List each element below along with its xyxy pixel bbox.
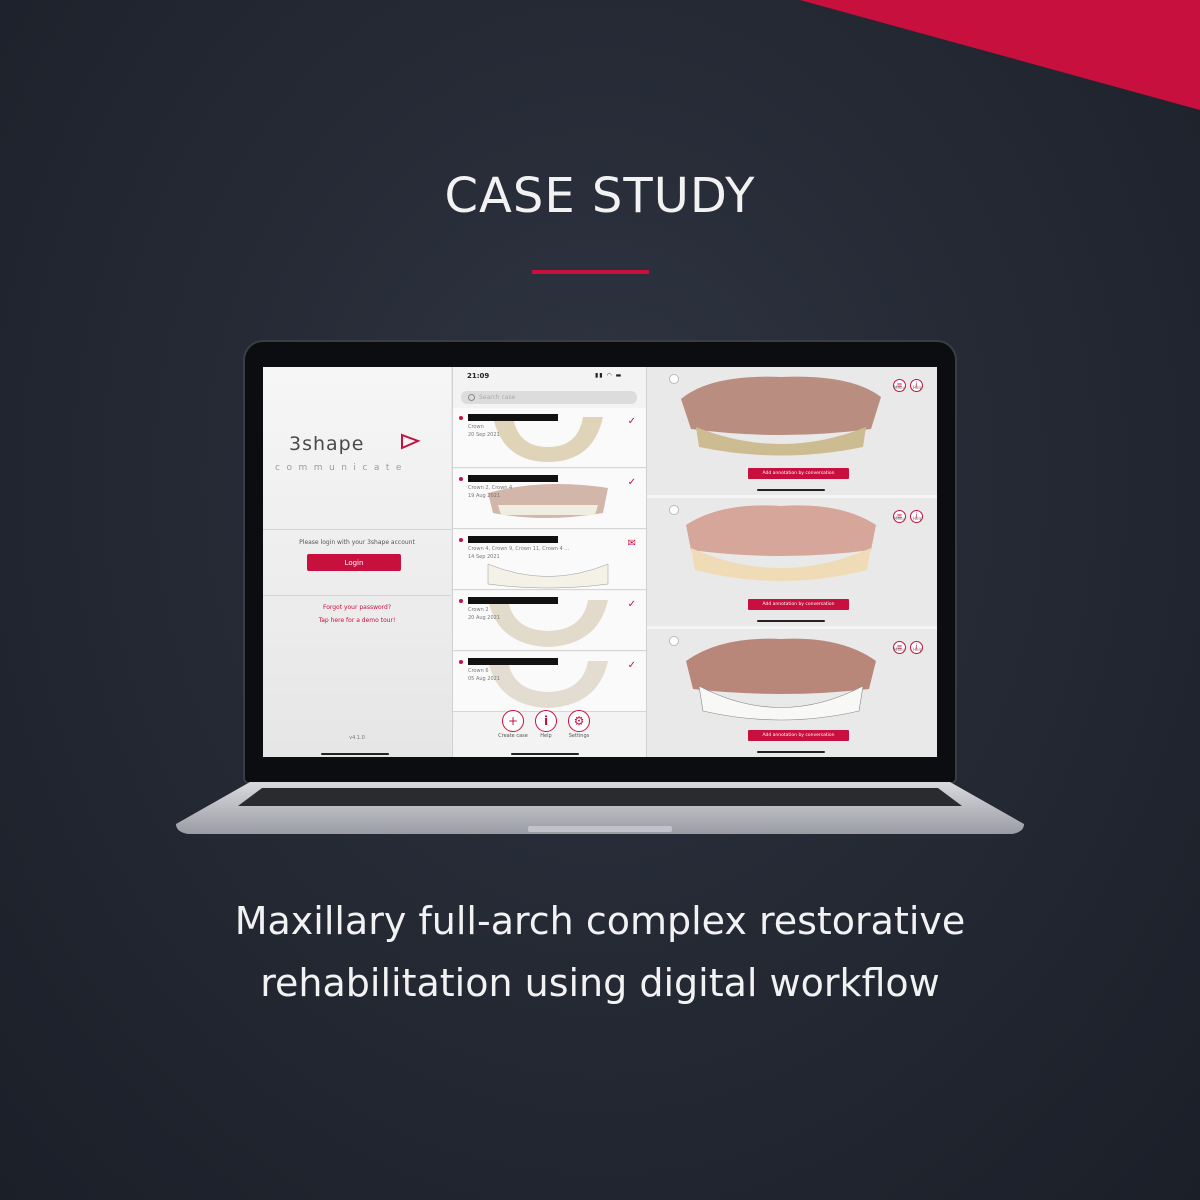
message-icon: ✉ xyxy=(627,538,636,549)
status-dot xyxy=(459,599,463,603)
forgot-password-link[interactable]: Forgot your password? xyxy=(322,604,392,611)
play-icon[interactable] xyxy=(669,636,679,646)
menu-label: Menu xyxy=(894,647,905,652)
case-details: Crown 4, Crown 9, Crown 11, Crown 4 ... xyxy=(468,546,570,552)
login-button[interactable]: Login xyxy=(307,554,401,571)
case-study-caption: Maxillary full-arch complex restorative … xyxy=(0,890,1200,1014)
help-label: Help xyxy=(913,385,923,390)
model-view: ≡i Menu Help Add annotation by conversat… xyxy=(647,367,937,498)
scan-thumbnail xyxy=(493,417,603,462)
case-date: 14 Sep 2021 xyxy=(468,554,500,560)
case-date: 19 Aug 2021 xyxy=(468,493,501,499)
divider xyxy=(263,529,451,530)
status-dot xyxy=(459,660,463,664)
scan-model xyxy=(681,376,881,456)
create-case-button[interactable]: + xyxy=(502,710,524,732)
scan-thumbnail xyxy=(487,563,609,589)
case-list-panel: 21:09 ▮▮ ◠ ▬ Search case Crown 20 Sep 20… xyxy=(452,367,647,757)
add-annotation-button[interactable]: Add annotation by conversation xyxy=(748,599,849,610)
info-icon[interactable]: i xyxy=(910,379,923,392)
status-icons: ▮▮ ◠ ▬ xyxy=(595,372,623,379)
add-annotation-button[interactable]: Add annotation by conversation xyxy=(748,468,849,479)
check-icon: ✓ xyxy=(627,599,636,610)
info-icon[interactable]: i xyxy=(910,510,923,523)
page-title: CASE STUDY xyxy=(444,168,756,224)
scan-thumbnail xyxy=(488,484,608,518)
model-view: ≡i Menu Help Add annotation by conversat… xyxy=(647,498,937,629)
case-row[interactable]: Crown 20 Sep 2021 ✓ xyxy=(453,408,646,468)
laptop-base xyxy=(176,782,1024,834)
view-icons: ≡i xyxy=(893,503,927,523)
status-dot xyxy=(459,538,463,542)
redacted-patient-name xyxy=(468,475,558,482)
caption-line-1: Maxillary full-arch complex restorative xyxy=(234,899,966,943)
design-model xyxy=(686,505,876,581)
search-icon xyxy=(468,394,475,401)
redacted-patient-name xyxy=(468,597,558,604)
info-icon[interactable]: i xyxy=(910,641,923,654)
login-panel: 3shape communicate Please login with you… xyxy=(263,367,451,757)
case-details: Crown 6 xyxy=(468,668,489,674)
check-icon: ✓ xyxy=(627,477,636,488)
brand-triangle-icon xyxy=(401,433,421,450)
restoration-model xyxy=(686,638,876,721)
model-views-panel: ≡i Menu Help Add annotation by conversat… xyxy=(647,367,937,757)
view-icons: ≡i xyxy=(893,372,927,392)
scan-thumbnail xyxy=(488,661,608,708)
help-button[interactable]: i xyxy=(535,710,557,732)
help-label: Help xyxy=(540,733,552,739)
case-row[interactable]: Crown 4, Crown 9, Crown 11, Crown 4 ... … xyxy=(453,530,646,590)
laptop-screen: 3shape communicate Please login with you… xyxy=(263,367,937,757)
title-underline xyxy=(532,270,649,274)
login-prompt: Please login with your 3shape account xyxy=(299,539,415,546)
search-input[interactable]: Search case xyxy=(461,391,637,404)
case-date: 05 Aug 2021 xyxy=(468,676,501,682)
home-indicator xyxy=(321,753,389,755)
case-details: Crown 2, Crown 4 xyxy=(468,485,513,491)
brand-subtitle: communicate xyxy=(275,463,408,473)
case-details: Crown xyxy=(468,424,484,430)
menu-icon[interactable]: ≡ xyxy=(893,510,906,523)
check-icon: ✓ xyxy=(627,660,636,671)
home-indicator xyxy=(757,620,825,622)
app-version: v4.1.0 xyxy=(349,735,365,741)
play-icon[interactable] xyxy=(669,505,679,515)
help-label: Help xyxy=(913,516,923,521)
home-indicator xyxy=(511,753,579,755)
brand-logo: 3shape xyxy=(289,433,365,455)
home-indicator xyxy=(757,751,825,753)
menu-label: Menu xyxy=(894,516,905,521)
case-row[interactable]: Crown 2, Crown 4 19 Aug 2021 ✓ xyxy=(453,469,646,529)
case-row[interactable]: Crown 6 05 Aug 2021 ✓ xyxy=(453,652,646,712)
redacted-patient-name xyxy=(468,536,558,543)
case-date: 20 Aug 2021 xyxy=(468,615,501,621)
redacted-patient-name xyxy=(468,414,558,421)
menu-label: Menu xyxy=(894,385,905,390)
redacted-patient-name xyxy=(468,658,558,665)
play-icon[interactable] xyxy=(669,374,679,384)
create-case-label: Create case xyxy=(498,733,528,739)
status-dot xyxy=(459,477,463,481)
divider xyxy=(263,595,451,596)
demo-tour-link[interactable]: Tap here for a demo tour! xyxy=(318,617,396,624)
caption-line-2: rehabilitation using digital workflow xyxy=(260,961,940,1005)
status-time: 21:09 xyxy=(467,372,490,380)
status-dot xyxy=(459,416,463,420)
case-details: Crown 2 xyxy=(468,607,489,613)
help-label: Help xyxy=(913,647,923,652)
scan-thumbnail xyxy=(488,600,608,647)
menu-icon[interactable]: ≡ xyxy=(893,641,906,654)
accent-triangle xyxy=(800,0,1200,110)
case-date: 20 Sep 2021 xyxy=(468,432,500,438)
settings-label: Settings xyxy=(568,733,590,739)
case-row[interactable]: Crown 2 20 Aug 2021 ✓ xyxy=(453,591,646,651)
settings-button[interactable]: ⚙ xyxy=(568,710,590,732)
add-annotation-button[interactable]: Add annotation by conversation xyxy=(748,730,849,741)
view-icons: ≡i xyxy=(893,634,927,654)
home-indicator xyxy=(757,489,825,491)
menu-icon[interactable]: ≡ xyxy=(893,379,906,392)
model-view: ≡i Menu Help Add annotation by conversat… xyxy=(647,629,937,757)
check-icon: ✓ xyxy=(627,416,636,427)
